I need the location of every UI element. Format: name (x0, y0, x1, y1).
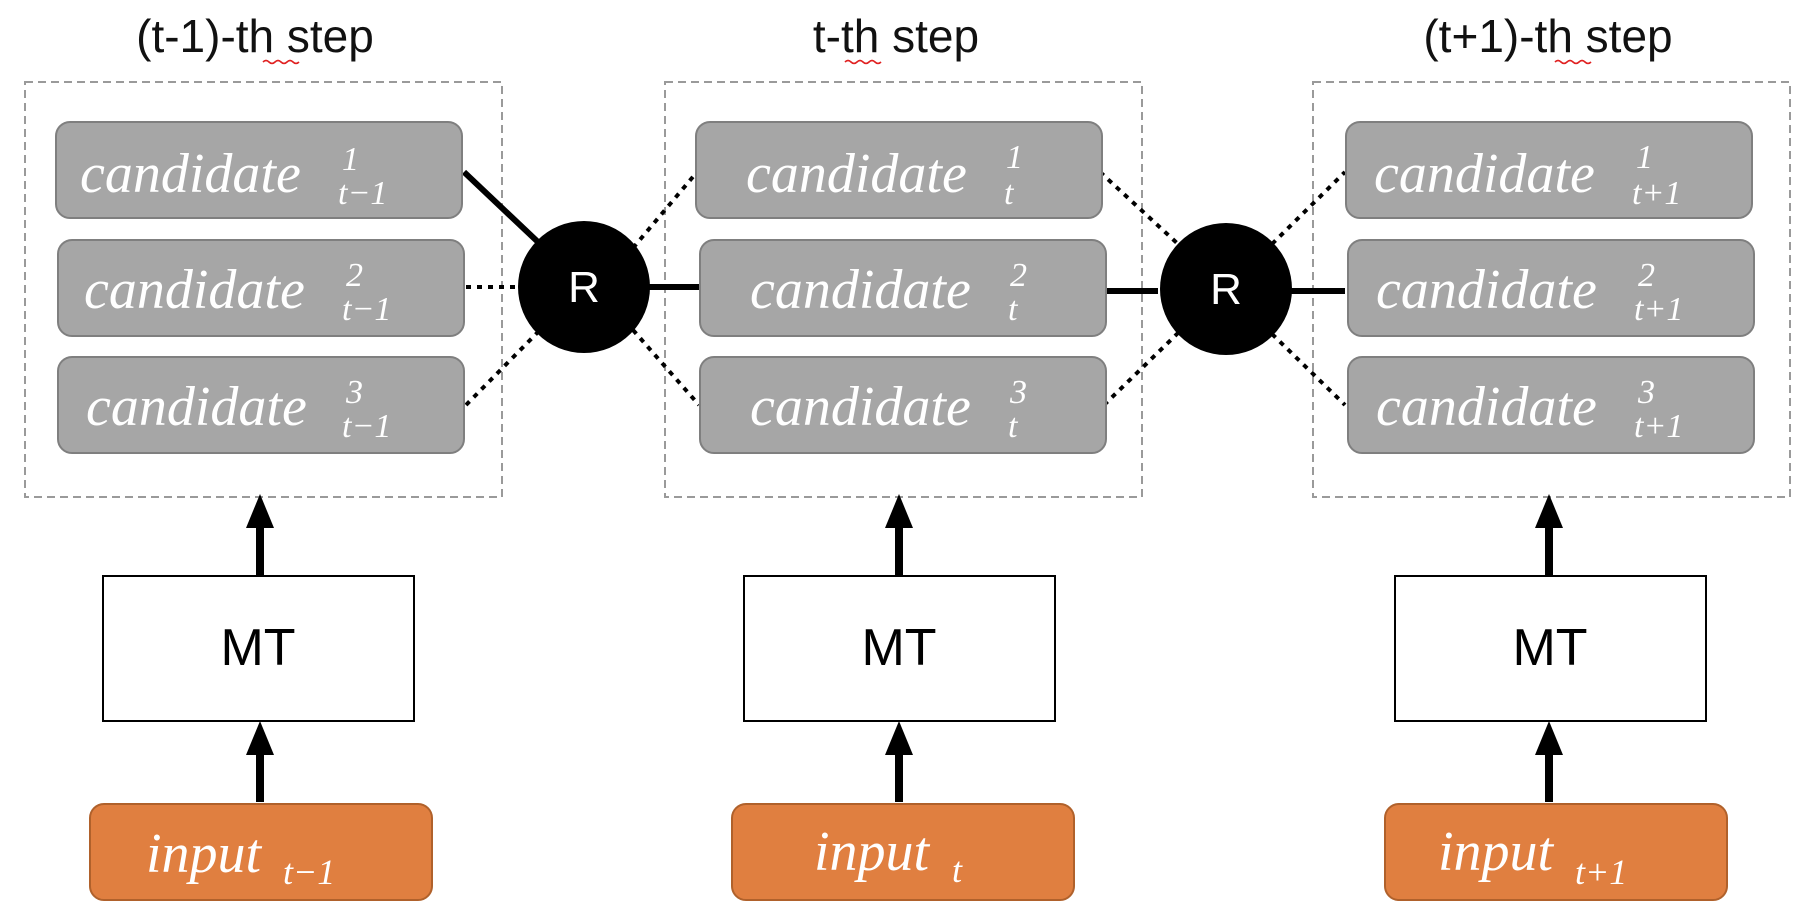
reranker-node (1160, 223, 1292, 355)
spellcheck-underline (844, 59, 882, 65)
input-box (89, 803, 433, 901)
spellcheck-underline (262, 59, 300, 65)
candidate-superscript: 1 (342, 141, 359, 178)
candidate-superscript: 2 (1010, 257, 1027, 294)
candidate-label: candidate (86, 376, 307, 438)
candidate-superscript: 2 (1638, 257, 1655, 294)
input-box (1384, 803, 1728, 901)
candidate-box (1345, 121, 1753, 219)
candidate-subscript: t (1008, 408, 1019, 445)
arrow-head (1535, 721, 1563, 755)
candidate-box (699, 239, 1107, 337)
mt-label: MT (1512, 619, 1587, 677)
candidate-superscript: 3 (345, 374, 363, 411)
step-title-next: (t+1)-th step (1423, 10, 1672, 62)
candidate-label: candidate (84, 259, 305, 321)
mt-label: MT (220, 619, 295, 677)
reranker-label: R (568, 263, 600, 312)
selected-link (461, 169, 541, 245)
arrow-head (885, 721, 913, 755)
candidate-label: candidate (80, 143, 301, 205)
arrow-head (1535, 494, 1563, 528)
unselected-link (1270, 332, 1347, 407)
candidate-box (1347, 356, 1755, 454)
unselected-link (1098, 170, 1180, 246)
unselected-link (1270, 170, 1347, 246)
candidate-group-prev (24, 81, 503, 498)
candidate-box (57, 356, 465, 454)
reranker-label: R (1210, 265, 1242, 314)
candidate-label: candidate (750, 259, 971, 321)
candidate-subscript: t (1004, 175, 1015, 212)
arrow-head (246, 494, 274, 528)
input-label: input (146, 823, 263, 885)
candidate-subscript: t+1 (1634, 291, 1683, 328)
candidate-label: candidate (1374, 143, 1595, 205)
input-subscript: t (952, 850, 963, 890)
unselected-link (464, 330, 540, 407)
input-label: input (814, 821, 931, 883)
candidate-superscript: 3 (1637, 374, 1655, 411)
candidate-subscript: t−1 (342, 408, 391, 445)
input-box (731, 803, 1075, 901)
mt-box (743, 575, 1056, 722)
candidate-superscript: 1 (1636, 139, 1653, 176)
candidate-box (1347, 239, 1755, 337)
unselected-link (1102, 331, 1180, 407)
input-label: input (1438, 821, 1555, 883)
candidate-box (55, 121, 463, 219)
mt-box (1394, 575, 1707, 722)
input-subscript: t+1 (1575, 852, 1627, 892)
candidate-superscript: 3 (1009, 374, 1027, 411)
step-title-prev: (t-1)-th step (136, 10, 374, 62)
arrow-head (885, 494, 913, 528)
arrow-head (246, 721, 274, 755)
candidate-label: candidate (1376, 259, 1597, 321)
candidate-superscript: 1 (1006, 139, 1023, 176)
mt-label: MT (861, 619, 936, 677)
candidate-box (699, 356, 1107, 454)
candidate-label: candidate (750, 376, 971, 438)
candidate-box (695, 121, 1103, 219)
step-title-current: t-th step (813, 10, 979, 62)
candidate-subscript: t−1 (342, 291, 391, 328)
spellcheck-underline (1554, 59, 1592, 65)
candidate-subscript: t+1 (1632, 175, 1681, 212)
candidate-subscript: t (1008, 291, 1019, 328)
reranker-node (518, 221, 650, 353)
candidate-superscript: 2 (346, 257, 363, 294)
input-subscript: t−1 (283, 852, 335, 892)
candidate-subscript: t−1 (338, 175, 387, 212)
candidate-label: candidate (1376, 376, 1597, 438)
mt-box (102, 575, 415, 722)
candidate-subscript: t+1 (1634, 408, 1683, 445)
candidate-box (57, 239, 465, 337)
candidate-label: candidate (746, 143, 967, 205)
